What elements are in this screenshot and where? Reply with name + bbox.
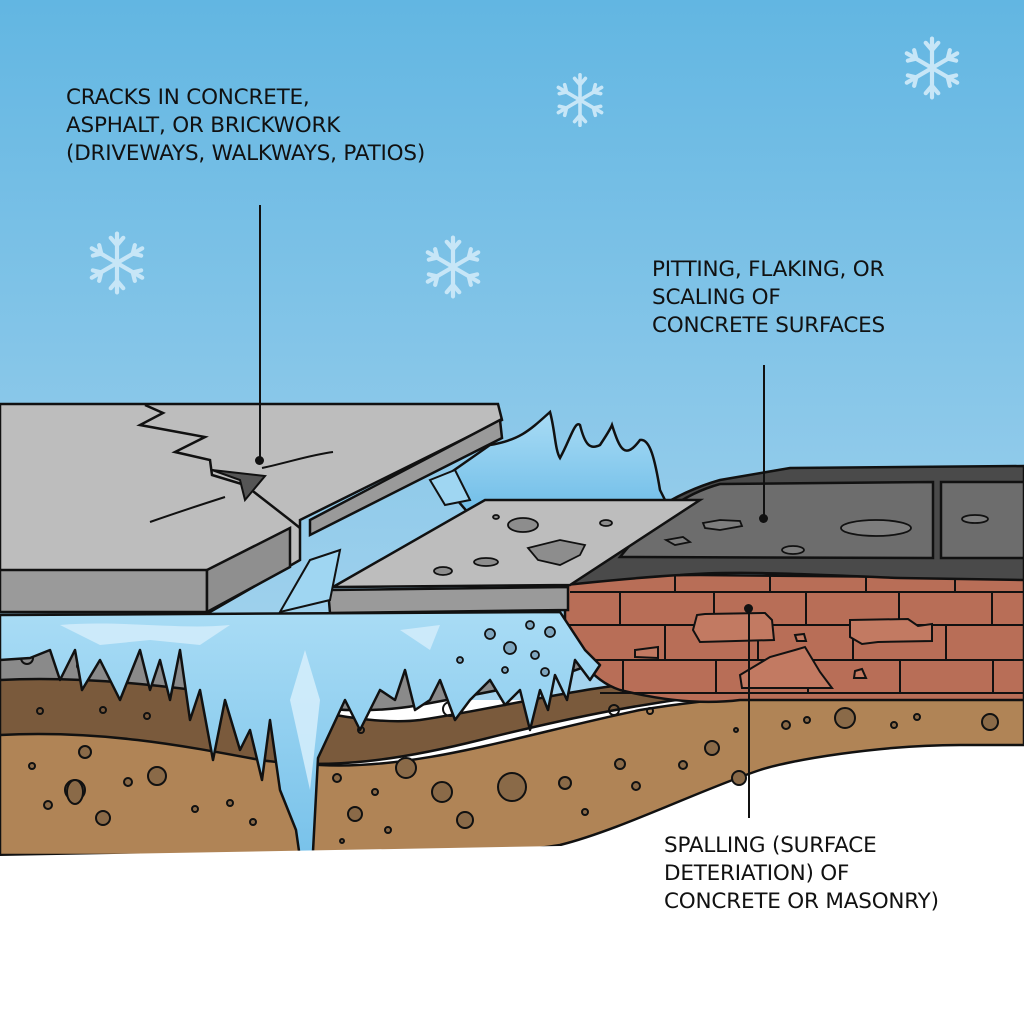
cracks-leader-line	[259, 205, 261, 460]
pitting-leader-dot	[759, 514, 768, 523]
spalling-leader-dot	[744, 604, 753, 613]
brick-wall	[563, 573, 1024, 704]
spalling-callout-label: SPALLING (SURFACE DETERIATION) OF CONCRE…	[664, 833, 939, 914]
ground-cutaway	[0, 846, 1024, 1024]
pitting-callout-label: PITTING, FLAKING, OR SCALING OF CONCRETE…	[652, 257, 885, 338]
cracks-callout-label: CRACKS IN CONCRETE, ASPHALT, OR BRICKWOR…	[66, 85, 426, 166]
cracked-concrete-slab	[0, 402, 504, 615]
soil-stones	[28, 707, 999, 844]
ice-splash-back	[438, 409, 667, 517]
ice-heave	[0, 468, 602, 902]
pitted-concrete-slab	[326, 498, 705, 615]
cracks-leader-dot	[255, 456, 264, 465]
spalling-leader-line	[748, 608, 750, 818]
spalled-brick-patches	[634, 611, 933, 689]
pitting-leader-line	[763, 365, 765, 517]
